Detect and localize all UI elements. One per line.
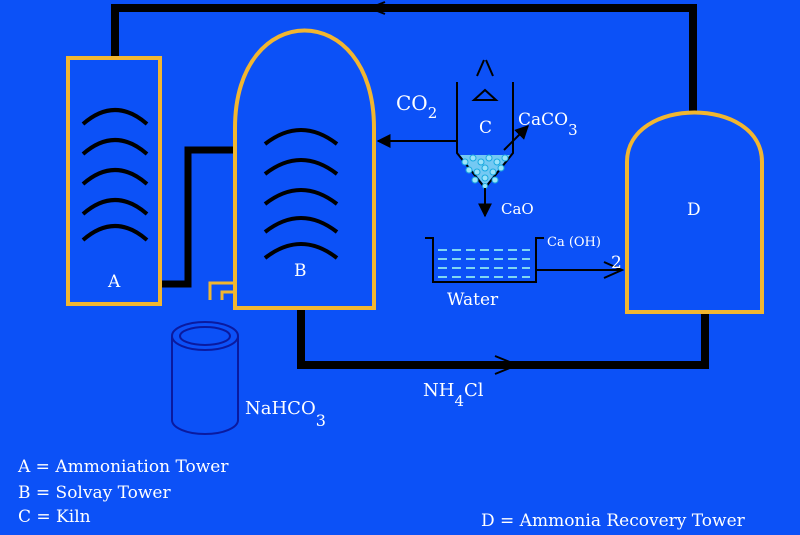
top-recycle-pipe (111, 4, 697, 118)
legend-a: A = Ammoniation Tower (17, 457, 229, 477)
nahco3-label: NaHCO3 (245, 398, 326, 430)
legend-c: C = Kiln (18, 507, 91, 527)
kiln-c (376, 59, 529, 218)
unit-label-a: A (107, 272, 121, 292)
a-to-b-pipe (160, 146, 238, 288)
nahco3-cylinder (171, 321, 239, 435)
unit-label-d: D (687, 200, 701, 220)
water-label: Water (447, 290, 499, 310)
caoh2-label: Ca (OH)2 (547, 235, 622, 273)
ammoniation-tower-a (66, 56, 162, 306)
legend-d: D = Ammonia Recovery Tower (481, 511, 746, 531)
unit-label-b: B (294, 261, 307, 281)
caco3-label: CaCO3 (518, 110, 578, 139)
nh4cl-label: NH4Cl (423, 380, 484, 410)
nahco3-drain-pipe (208, 281, 234, 300)
cao-label: CaO (501, 200, 534, 218)
unit-label-c: C (479, 118, 492, 138)
co2-label: CO2 (396, 91, 437, 122)
legend-b: B = Solvay Tower (18, 483, 171, 503)
recycle-arrow-head (367, 1, 386, 15)
bottom-nh4cl-pipe (297, 308, 709, 369)
ammonia-recovery-tower-d (625, 110, 764, 314)
solvay-tower-b (233, 28, 376, 310)
nh4cl-arrow-head (494, 355, 520, 375)
water-tank (425, 237, 625, 283)
